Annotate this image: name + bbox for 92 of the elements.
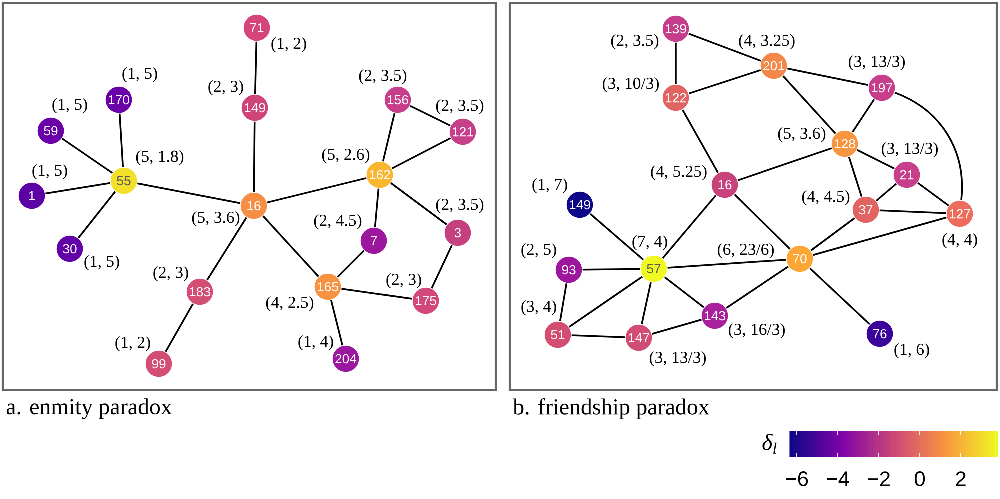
edge-line — [662, 195, 717, 259]
edge-line — [78, 191, 116, 239]
edge-line — [253, 122, 256, 192]
node-annotation: (3, 16/3) — [729, 323, 786, 339]
edge-line — [810, 268, 870, 326]
edge-line — [880, 210, 946, 214]
edge-line — [857, 149, 896, 170]
node-annotation: (3, 13/3) — [650, 351, 706, 367]
node-annotation: (2, 3.5) — [436, 198, 484, 214]
node-annotation: (4, 4.5) — [802, 190, 850, 206]
node-annotation: (2, 3.5) — [611, 34, 659, 50]
node-annotation: (2, 5) — [522, 243, 556, 259]
node-annotation: (1, 2) — [116, 336, 150, 352]
edge-line — [641, 282, 652, 325]
edge-line — [62, 138, 114, 174]
node-annotation: (1, 5) — [32, 164, 68, 180]
edge-line — [582, 268, 640, 271]
edge-line — [810, 218, 856, 252]
panel-caption: a. enmity paradox — [6, 398, 172, 420]
edge-line — [782, 76, 836, 134]
edge-line — [46, 182, 110, 195]
node-annotation: (1, 4) — [298, 335, 334, 351]
edge-line — [675, 42, 677, 84]
edge-line — [410, 105, 451, 127]
edge-line — [668, 259, 786, 269]
tick-label: −4 — [827, 472, 850, 486]
edge-line — [894, 92, 964, 200]
node-annotation: (3, 4) — [522, 300, 556, 316]
edge-line — [738, 148, 832, 182]
edge-line — [664, 276, 705, 308]
tick-label: −6 — [786, 472, 808, 486]
edge-line — [431, 245, 453, 289]
edge-line — [787, 68, 869, 86]
node-annotation: (2, 3.5) — [359, 69, 407, 85]
edge-line — [852, 99, 876, 133]
edge-line — [848, 156, 863, 198]
edge-line — [262, 216, 320, 278]
edge-line — [118, 114, 124, 168]
node-annotation: (1, 5) — [122, 67, 158, 83]
edge-line — [688, 69, 762, 95]
node-annotation: (5, 1.8) — [136, 150, 184, 166]
edge-line — [590, 213, 644, 261]
colorbar-label: δ$_{l}$ — [762, 434, 777, 454]
node-annotation: (3, 10/3) — [603, 77, 660, 93]
tick-label: 2 — [956, 472, 966, 486]
node-annotation: (4, 2.5) — [266, 296, 314, 312]
node-annotation: (3, 13/3) — [849, 55, 906, 71]
edge-line — [572, 334, 626, 338]
node-annotation: (5, 3.6) — [778, 127, 826, 143]
tick-label: −2 — [868, 472, 890, 486]
edge-line — [330, 300, 344, 346]
node-annotation: (1, 2) — [272, 37, 306, 53]
node-annotation: (1, 5) — [52, 98, 88, 114]
edge-line — [726, 266, 789, 310]
node-annotation: (2, 3) — [154, 266, 188, 282]
panel-caption: b. friendship paradox — [513, 398, 710, 420]
node-annotation: (3, 13/3) — [882, 142, 938, 158]
node-annotation: (4, 5.25) — [651, 165, 707, 181]
node-annotation: (2, 3) — [208, 80, 244, 96]
edge-line — [254, 42, 258, 94]
edge-line — [392, 138, 452, 170]
edge-line — [568, 276, 644, 328]
node-annotation: (7, 4) — [632, 235, 668, 251]
node-annotation: (6, 23/6) — [718, 243, 774, 259]
edge-line — [688, 33, 762, 62]
node-annotation: (5, 3.6) — [192, 211, 240, 227]
node-annotation: (4, 4) — [942, 233, 978, 249]
edge-line — [813, 216, 947, 256]
edge-line — [165, 304, 194, 352]
edge-line — [382, 113, 396, 162]
edge-line — [734, 194, 791, 250]
edge-line — [374, 188, 380, 228]
node-annotation: (2, 3) — [386, 273, 422, 289]
edge-line — [267, 177, 367, 204]
node-annotation: (1, 7) — [532, 178, 568, 194]
node-annotation: (5, 2.6) — [322, 148, 370, 164]
edge-line — [652, 319, 702, 335]
edge-line — [137, 182, 241, 204]
edge-line — [337, 250, 365, 278]
tick-label: 0 — [914, 472, 926, 486]
edge-line — [342, 288, 412, 300]
node-annotation: (2, 4.5) — [314, 214, 362, 230]
edge-line — [918, 182, 950, 206]
node-annotation: (1, 6) — [894, 343, 930, 359]
edge-line — [206, 217, 248, 281]
node-annotation: (2, 3.5) — [436, 99, 484, 115]
edge-line — [559, 284, 568, 322]
edge-line — [682, 110, 719, 174]
edge-line — [390, 182, 448, 226]
node-annotation: (1, 5) — [84, 255, 120, 271]
node-annotation: (4, 3.25) — [739, 34, 795, 50]
edge-line — [876, 183, 898, 202]
